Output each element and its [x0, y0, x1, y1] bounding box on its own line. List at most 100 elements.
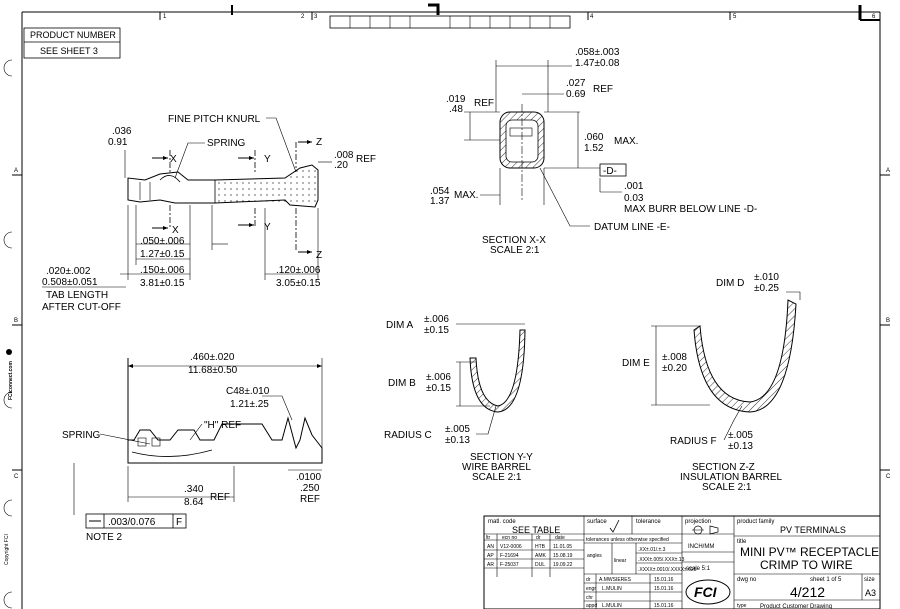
type-label: type	[737, 603, 747, 609]
dim-120-mm: 3.05±0.15	[276, 278, 321, 289]
section-z-top: Z	[316, 137, 322, 148]
matl-code-label: matl. code	[488, 519, 516, 525]
sign-name-dr: A.MWSIERES	[599, 577, 632, 583]
zone-labels: 1 2 3 4 5 6 A B C A B C	[14, 14, 891, 480]
zone-3: 3	[314, 14, 318, 20]
scale-label: scale 5:1	[686, 566, 711, 572]
dim-058-in: .058±.003	[575, 47, 620, 58]
dim-e-label: DIM E	[622, 358, 650, 369]
main-view: X X Y Y Z Z FINE PITCH KNURL SPRING .036…	[42, 114, 376, 313]
c48-in: C48±.010	[226, 386, 270, 397]
size-label: size	[864, 577, 875, 583]
copyright-text: Copyright FCI	[4, 534, 10, 565]
dim-019-in: .019	[446, 94, 466, 105]
sign-role-engr: engr	[586, 586, 596, 592]
dim-a-tol-in: ±.006	[424, 314, 449, 325]
dim-0100-in: .0100	[296, 472, 321, 483]
fci-globe-icon	[6, 349, 12, 355]
rev-head-date: date	[555, 535, 565, 541]
c48-mm: 1.21±.25	[230, 399, 269, 410]
dim-050-in: .050±.006	[140, 236, 185, 247]
website-text: FCIconnect.com	[8, 361, 14, 400]
surface-check-icon	[609, 519, 620, 533]
sheet-frame	[3, 3, 890, 609]
rev-1-dr: AMK	[535, 553, 547, 559]
dim-060-max: MAX.	[614, 136, 638, 147]
tol-xx: .XX±.01/.±.3	[638, 547, 666, 553]
dim-019-mm: .48	[449, 104, 463, 115]
zone-a-right: A	[886, 168, 890, 174]
dim-d-tol-mm: ±0.25	[754, 283, 779, 294]
dim-054-in: .054	[430, 186, 450, 197]
radius-f-tol-mm: ±0.13	[728, 441, 753, 452]
type-value: Product Customer Drawing	[760, 604, 832, 609]
section-x-top: X	[170, 154, 177, 165]
dim-019-ref: REF	[474, 98, 494, 109]
product-number-value: SEE SHEET 3	[40, 46, 98, 56]
dim-060-mm: 1.52	[584, 143, 604, 154]
dim-b-label: DIM B	[388, 378, 416, 389]
sign-role-dr: dr	[586, 577, 591, 583]
sign-name-engr: L.MULIN	[602, 586, 622, 592]
projection-icon	[692, 525, 719, 535]
flatness-value: .003/0.076	[108, 517, 156, 528]
size-value: A3	[865, 588, 876, 598]
section-zz-caption: SECTION Z-Z	[692, 462, 755, 473]
rev-2-dr: DUL	[535, 562, 545, 568]
rev-0-date: 11.01.05	[553, 544, 572, 550]
fci-logo: FCI	[685, 579, 731, 605]
angles-label: angles	[587, 553, 602, 559]
section-xx: .058±.003 1.47±0.08 .027 0.69 REF .019 .…	[430, 47, 757, 256]
dim-060-in: .060	[584, 132, 604, 143]
section-x-bottom: X	[172, 225, 179, 236]
dim-a-label: DIM A	[386, 320, 414, 331]
spring-label-top: SPRING	[207, 138, 246, 149]
sign-date-dr: 15.01.16	[654, 577, 674, 583]
dim-d-label: DIM D	[716, 278, 744, 289]
dim-340-ref: REF	[210, 492, 230, 503]
title-label: title	[737, 539, 747, 545]
dim-008-ref: REF	[356, 154, 376, 165]
product-number-label: PRODUCT NUMBER	[30, 30, 116, 40]
tab-note-line1: TAB LENGTH	[46, 290, 108, 301]
section-y-top: Y	[264, 154, 271, 165]
surface-label: surface	[587, 519, 607, 525]
rev-1-ltr: AP	[487, 553, 494, 559]
dim-a-tol-mm: ±0.15	[424, 325, 449, 336]
dim-340-mm: 8.64	[184, 497, 204, 508]
dim-008-in: .008	[334, 150, 354, 161]
dwg-no-label: dwg no	[737, 577, 757, 583]
rev-2-ltr: AR	[487, 562, 494, 568]
section-z-bottom: Z	[316, 250, 322, 261]
burr-note: MAX BURR BELOW LINE -D-	[624, 204, 757, 215]
dim-b-tol-mm: ±0.15	[426, 383, 451, 394]
dim-e-tol-mm: ±0.20	[662, 363, 687, 374]
tol-xxxx: .XXXX±.0010/.XXXX±.025	[638, 567, 697, 573]
dim-027-in: .027	[566, 78, 586, 89]
title-line1: MINI PV™ RECEPTACLE	[740, 545, 879, 559]
rev-head-dr: dr	[536, 535, 541, 541]
product-number-box: PRODUCT NUMBER SEE SHEET 3	[23, 27, 121, 59]
product-family-label: product family	[737, 519, 774, 525]
sign-role-appd: appd	[586, 603, 597, 609]
datum-e-note: DATUM LINE -E-	[594, 222, 670, 233]
dim-027-ref: REF	[593, 84, 613, 95]
section-zz-sub: INSULATION BARREL	[680, 472, 782, 483]
sign-date-engr: 15.01.16	[654, 586, 674, 592]
rev-0-ltr: AN	[487, 544, 494, 550]
dim-0100-ref: REF	[300, 494, 320, 505]
dim-460-mm: 11.68±0.50	[188, 365, 238, 376]
radius-c-label: RADIUS C	[384, 430, 432, 441]
section-y-bottom: Y	[264, 222, 271, 233]
rev-0-ecn: V12-0006	[500, 544, 522, 550]
units-label: INCH/MM	[688, 544, 714, 550]
rev-2-ecn: F-25037	[500, 562, 519, 568]
tolerance-label: tolerance	[636, 519, 661, 525]
section-xx-caption: SECTION X-X	[482, 235, 546, 246]
dim-e-tol-in: ±.008	[662, 352, 687, 363]
dim-036-in: .036	[112, 126, 132, 137]
dim-150-in: .150±.006	[140, 265, 185, 276]
rev-1-date: 15.08.19	[553, 553, 573, 559]
radius-c-tol-mm: ±0.13	[445, 435, 470, 446]
